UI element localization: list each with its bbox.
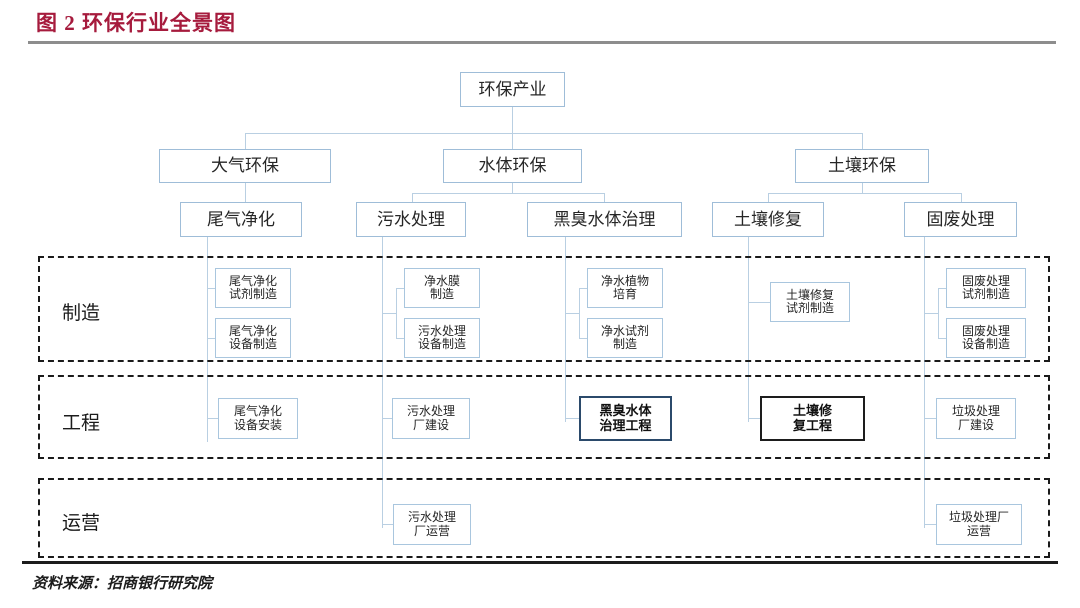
connector-drop-water [512, 133, 513, 155]
trunk-exhaust [207, 236, 208, 442]
connector-soil-stem [862, 182, 863, 193]
stub-solidwaste-m1 [938, 288, 946, 289]
footer-divider [22, 561, 1058, 564]
node-category-water[interactable]: 水体环保 [443, 149, 582, 183]
connector-water-bus [412, 193, 605, 194]
stub-solidwaste-m [924, 313, 938, 314]
bracket-solidwaste-m [938, 288, 939, 338]
stub-sewage-m1 [396, 288, 404, 289]
node-segment-blackwater-treatment[interactable]: 黑臭水体治理 [527, 202, 682, 237]
band-label-manufacturing: 制造 [62, 303, 101, 324]
node-eng-blackwater-project[interactable]: 黑臭水体 治理工程 [579, 396, 672, 441]
connector-water-stem [512, 182, 513, 193]
node-eng-sewage-plant-construction[interactable]: 污水处理 厂建设 [392, 398, 470, 439]
connector-drop-blackwater [604, 193, 605, 203]
node-eng-waste-plant-construction[interactable]: 垃圾处理 厂建设 [936, 398, 1016, 439]
node-mfg-water-membrane[interactable]: 净水膜 制造 [404, 268, 480, 308]
node-segment-sewage-treatment[interactable]: 污水处理 [356, 202, 466, 237]
stub-sewage-m2 [396, 338, 404, 339]
title-divider [28, 41, 1056, 44]
node-category-soil[interactable]: 土壤环保 [795, 149, 929, 183]
figure-source: 资料来源：招商银行研究院 [32, 576, 213, 592]
connector-drop-soil [862, 133, 863, 155]
connector-level2-bus [245, 133, 863, 134]
stub-blackwater-m [565, 313, 579, 314]
band-label-engineering: 工程 [62, 413, 101, 434]
trunk-sewage [382, 236, 383, 528]
stub-blackwater-e [565, 418, 579, 419]
connector-drop-atmos [245, 133, 246, 155]
node-mfg-exhaust-reagent[interactable]: 尾气净化 试剂制造 [215, 268, 291, 308]
node-mfg-sewage-equipment[interactable]: 污水处理 设备制造 [404, 318, 480, 358]
stub-exhaust-e [207, 418, 218, 419]
trunk-blackwater [565, 236, 566, 422]
node-segment-soil-remediation[interactable]: 土壤修复 [712, 202, 824, 237]
connector-drop-soilremed [768, 193, 769, 203]
stub-sewage-e [382, 418, 392, 419]
connector-soil-bus [768, 193, 962, 194]
node-segment-solid-waste[interactable]: 固废处理 [904, 202, 1017, 237]
stub-soilremed-m [748, 302, 770, 303]
node-mfg-water-plant-cultivation[interactable]: 净水植物 培育 [587, 268, 663, 308]
stub-soilremed-e [748, 418, 760, 419]
node-category-atmospheric[interactable]: 大气环保 [159, 149, 331, 183]
node-eng-exhaust-installation[interactable]: 尾气净化 设备安装 [218, 398, 298, 439]
stub-exhaust-m1 [207, 288, 215, 289]
node-mfg-solidwaste-reagent[interactable]: 固废处理 试剂制造 [946, 268, 1026, 308]
bracket-blackwater-m [579, 288, 580, 338]
trunk-solidwaste [924, 236, 925, 528]
stub-exhaust-m2 [207, 338, 215, 339]
connector-drop-solidwaste [961, 193, 962, 203]
stub-sewage-o [382, 524, 393, 525]
stub-blackwater-m1 [579, 288, 587, 289]
node-root-environmental-industry[interactable]: 环保产业 [460, 72, 565, 107]
node-ops-sewage-plant-operation[interactable]: 污水处理 厂运营 [393, 504, 471, 545]
node-ops-waste-plant-operation[interactable]: 垃圾处理厂 运营 [936, 504, 1022, 545]
trunk-soilremed [748, 236, 749, 422]
node-mfg-solidwaste-equipment[interactable]: 固废处理 设备制造 [946, 318, 1026, 358]
band-label-operation: 运营 [62, 513, 101, 534]
stub-solidwaste-m2 [938, 338, 946, 339]
connector-drop-sewage [412, 193, 413, 203]
connector-atmos-to-exhaust [245, 182, 246, 203]
stub-sewage-m [382, 313, 396, 314]
band-engineering [38, 375, 1050, 459]
band-manufacturing [38, 256, 1050, 362]
bracket-sewage-m [396, 288, 397, 338]
stub-blackwater-m2 [579, 338, 587, 339]
stub-solidwaste-e [924, 418, 936, 419]
node-eng-soil-remediation-project[interactable]: 土壤修 复工程 [760, 396, 865, 441]
connector-root-stem [512, 106, 513, 155]
node-mfg-exhaust-equipment[interactable]: 尾气净化 设备制造 [215, 318, 291, 358]
figure-title: 图 2 环保行业全景图 [36, 11, 236, 35]
node-segment-exhaust-purification[interactable]: 尾气净化 [180, 202, 302, 237]
band-operation [38, 478, 1050, 558]
node-mfg-water-reagent[interactable]: 净水试剂 制造 [587, 318, 663, 358]
stub-solidwaste-o [924, 524, 936, 525]
node-mfg-soil-reagent[interactable]: 土壤修复 试剂制造 [770, 282, 850, 322]
